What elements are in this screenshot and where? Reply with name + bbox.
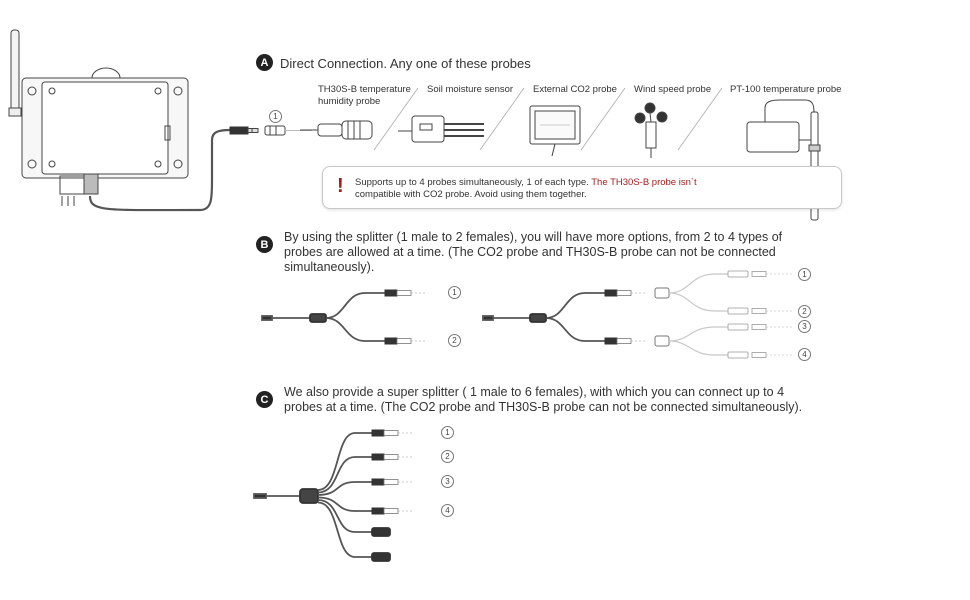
connector-number: 1 bbox=[269, 110, 282, 123]
b-left-plug-1-tip bbox=[396, 290, 412, 296]
section-b-text: By using the splitter (1 male to 2 femal… bbox=[284, 230, 783, 274]
note-line2: compatible with CO2 probe. Avoid using t… bbox=[355, 189, 587, 200]
probe-label-co2: External CO2 probe bbox=[533, 84, 617, 95]
th30s-probe-icon bbox=[300, 120, 373, 140]
c-plug-2-body bbox=[371, 453, 385, 461]
audio-plug bbox=[229, 126, 259, 135]
c-spare-plug-2 bbox=[371, 552, 391, 562]
gateway-device bbox=[21, 67, 189, 206]
c-branch-6 bbox=[317, 501, 372, 558]
c-branch-5 bbox=[317, 499, 372, 533]
antenna-icon bbox=[8, 29, 22, 117]
section-b-badge: B bbox=[256, 236, 273, 253]
b-right-out-4 bbox=[668, 340, 728, 356]
b-right-socket-tip-4 bbox=[751, 352, 767, 358]
c-input-tip bbox=[253, 493, 267, 499]
c-plug-1-tip bbox=[383, 430, 399, 436]
b-right-input-tip bbox=[482, 315, 494, 321]
c-plug-2-tip bbox=[383, 454, 399, 460]
c-output-2: 2 bbox=[441, 450, 454, 463]
c-plug-3-tip bbox=[383, 479, 399, 485]
b-right-socket-2 bbox=[727, 307, 749, 315]
b-left-plug-2-tip bbox=[396, 338, 412, 344]
c-branch-2 bbox=[317, 456, 372, 494]
c-spare-plug-1 bbox=[371, 527, 391, 537]
probe-label-soil: Soil moisture sensor bbox=[427, 84, 514, 95]
b-right-out-3 bbox=[668, 326, 728, 342]
b-right-subjunction-1 bbox=[654, 287, 670, 299]
b-left-junction bbox=[309, 313, 327, 323]
b-right-socket-tip-3 bbox=[751, 324, 767, 330]
b-right-socket-3 bbox=[727, 323, 749, 331]
b-right-junction bbox=[529, 313, 547, 323]
b-right-branch-1 bbox=[545, 292, 605, 319]
note-text: Supports up to 4 probes simultaneously, … bbox=[355, 177, 825, 201]
b-right-mid-plug-1-tip bbox=[616, 290, 632, 296]
co2-probe-icon bbox=[529, 105, 581, 157]
section-a-badge: A bbox=[256, 54, 273, 71]
b-right-out-1 bbox=[668, 273, 728, 294]
audio-socket bbox=[264, 125, 312, 136]
b-right-mid-plug-2-tip bbox=[616, 338, 632, 344]
probe-label-pt100: PT-100 temperature probe bbox=[730, 84, 842, 95]
warning-icon: ! bbox=[337, 175, 344, 197]
c-branch-4 bbox=[317, 496, 372, 512]
device-cable bbox=[88, 128, 231, 212]
note-highlight: The TH30S-B probe isn`t bbox=[591, 177, 697, 188]
b-left-plug-1-body bbox=[384, 289, 398, 297]
soil-sensor-icon bbox=[398, 115, 484, 143]
b-right-mid-plug-1-body bbox=[604, 289, 618, 297]
c-branch-3 bbox=[317, 481, 372, 496]
c-output-1: 1 bbox=[441, 426, 454, 439]
section-c-text: We also provide a super splitter ( 1 mal… bbox=[284, 385, 803, 414]
b-left-output-2: 2 bbox=[448, 334, 461, 347]
b-right-branch-2 bbox=[545, 317, 605, 342]
c-branch-1 bbox=[317, 432, 372, 491]
compatibility-note: ! Supports up to 4 probes simultaneously… bbox=[322, 166, 842, 209]
probe-separators bbox=[373, 87, 723, 151]
b-right-mid-plug-2-body bbox=[604, 337, 618, 345]
c-output-3: 3 bbox=[441, 475, 454, 488]
b-left-output-1: 1 bbox=[448, 286, 461, 299]
b-right-socket-4 bbox=[727, 351, 749, 359]
c-plug-4-tip bbox=[383, 508, 399, 514]
c-plug-3-body bbox=[371, 478, 385, 486]
note-prefix: Supports up to 4 probes simultaneously, … bbox=[355, 177, 589, 188]
b-right-output-4: 4 bbox=[798, 348, 811, 361]
b-right-out-2 bbox=[668, 292, 728, 312]
b-right-subjunction-2 bbox=[654, 335, 670, 347]
b-right-output-1: 1 bbox=[798, 268, 811, 281]
wind-speed-probe-icon bbox=[634, 102, 668, 158]
b-right-socket-tip-2 bbox=[751, 308, 767, 314]
b-left-branch-1 bbox=[325, 292, 385, 319]
b-right-output-2: 2 bbox=[798, 305, 811, 318]
c-junction bbox=[299, 488, 319, 504]
probe-label-wind: Wind speed probe bbox=[634, 84, 712, 95]
b-right-output-3: 3 bbox=[798, 320, 811, 333]
b-left-branch-2 bbox=[325, 317, 385, 342]
section-a-heading: Direct Connection. Any one of these prob… bbox=[280, 56, 531, 71]
c-plug-4-body bbox=[371, 507, 385, 515]
probe-label-th30s: TH30S-B temperature humidity probe bbox=[318, 84, 411, 107]
c-plug-1-body bbox=[371, 429, 385, 437]
b-left-input-tip bbox=[261, 315, 273, 321]
section-c-badge: C bbox=[256, 391, 273, 408]
b-right-socket-1 bbox=[727, 270, 749, 278]
b-left-plug-2-body bbox=[384, 337, 398, 345]
c-output-4: 4 bbox=[441, 504, 454, 517]
